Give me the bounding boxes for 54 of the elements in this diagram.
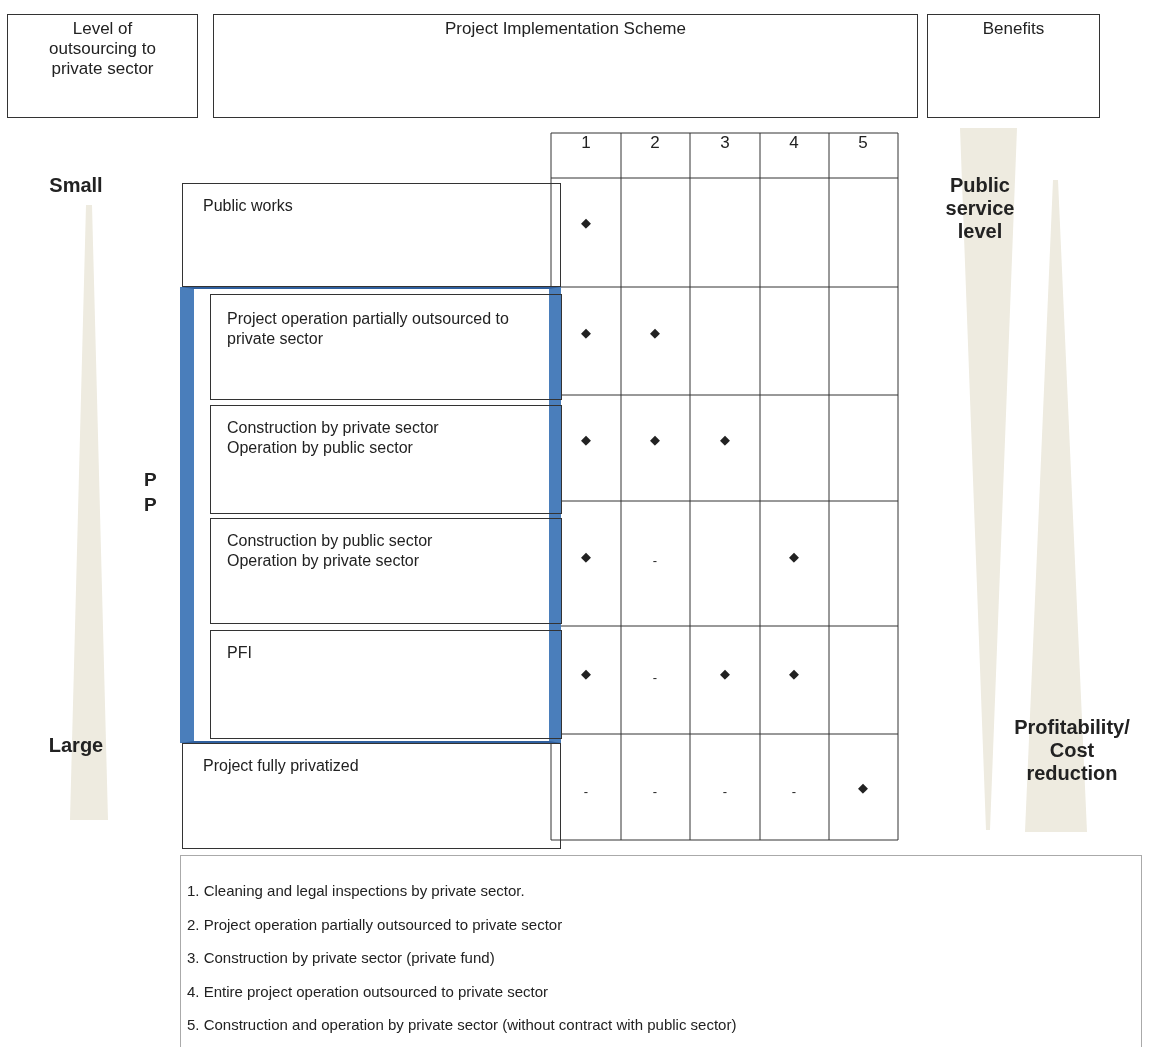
scheme-name: Project fully privatized [203, 756, 360, 776]
benefit-label: Profitability/ Cost reduction [1013, 715, 1131, 785]
table-entry: ◆ [581, 548, 591, 564]
table-entry: ◆ [858, 779, 868, 795]
column-number: 5 [858, 133, 868, 153]
scheme-name: PFI [227, 643, 253, 663]
note-text: 5. Construction and operation by private sector (without contract with public sector) [187, 1015, 738, 1035]
column-number: 4 [789, 133, 799, 153]
scheme-name: Project operation partially outsourced to private sector [227, 309, 510, 349]
notes-box [180, 855, 1142, 1047]
table-entry: - [583, 783, 589, 799]
scheme-row-box [182, 743, 561, 849]
table-entry: - [722, 783, 728, 799]
note-text: 1. Cleaning and legal inspections by private sector. [187, 881, 526, 901]
scheme-row-box [210, 518, 562, 624]
scheme-row-box [210, 405, 562, 514]
table-entry: ◆ [581, 665, 591, 681]
scheme-name: Public works [203, 196, 294, 216]
column-number: 2 [650, 133, 660, 153]
header-box [927, 14, 1100, 118]
scheme-row-box [210, 630, 562, 739]
table-entry: ◆ [650, 324, 660, 340]
scale-end-label: Small [49, 173, 103, 197]
table-entry: ◆ [789, 665, 799, 681]
table-entry: ◆ [720, 665, 730, 681]
table-entry: - [791, 783, 797, 799]
table-entry: ◆ [789, 548, 799, 564]
scheme-name: Operation by private sector [227, 551, 421, 571]
scheme-row-box [182, 183, 561, 287]
column-heading: Benefits [981, 19, 1046, 39]
table-entry: - [652, 552, 658, 568]
note-text: 2. Project operation partially outsourced to private sector [187, 914, 564, 935]
table-entry: ◆ [581, 214, 591, 230]
group-heading: P P [144, 468, 158, 517]
note-text: 3. Construction by private sector (private fund) [187, 948, 496, 968]
column-number: 3 [720, 133, 730, 153]
table-entry: - [652, 669, 658, 685]
column-heading: Level of outsourcing to private sector [48, 19, 157, 79]
table-entry: - [652, 783, 658, 799]
header-box [213, 14, 918, 118]
benefit-label: Public service level [944, 173, 1016, 243]
scheme-name: Construction by public sector [227, 531, 434, 551]
scheme-name: Construction by private sector [227, 418, 440, 438]
table-entry: ◆ [581, 324, 591, 340]
table-entry: ◆ [581, 431, 591, 447]
note-text: 4. Entire project operation outsourced to private sector [187, 981, 550, 1002]
scale-end-label: Large [48, 733, 104, 757]
scheme-row-box [210, 294, 562, 400]
table-entry: ◆ [720, 431, 730, 447]
table-entry: ◆ [650, 431, 660, 447]
column-heading: Project Implementation Scheme [444, 19, 687, 39]
scheme-name: Operation by public sector [227, 438, 414, 458]
column-number: 1 [581, 133, 591, 153]
header-box [7, 14, 198, 118]
